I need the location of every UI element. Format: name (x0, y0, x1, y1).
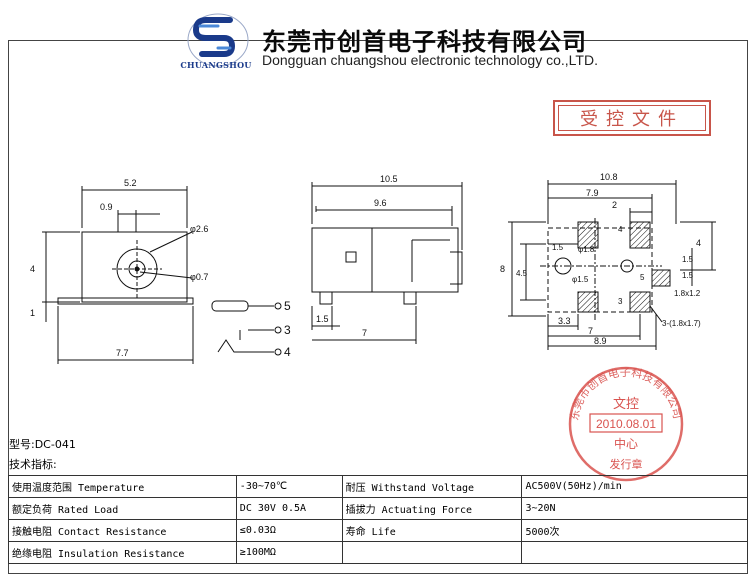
table-row: 绝缘电阻 Insulation Resistance ≥100MΩ (8, 541, 748, 564)
dim-right-bottom-total: 8.9 (594, 336, 607, 346)
controlled-document-label: 受控文件 (558, 105, 706, 131)
spec-cell: 绝缘电阻 Insulation Resistance (8, 541, 237, 564)
dim-left-total: 7.7 (116, 348, 129, 358)
dim-right-small-pad: 1.8x1.2 (674, 289, 701, 298)
seal-ring-text: 东莞市创首电子科技有限公司 (568, 365, 683, 421)
spec-cell: DC 30V 0.5A (235, 497, 343, 520)
spec-cell: AC500V(50Hz)/min (521, 475, 748, 498)
dim-right-pin-5: 5 (640, 273, 645, 282)
dim-right-pad: 2 (612, 200, 617, 210)
middle-view (311, 182, 463, 344)
seal-bottom-text: 发行章 (610, 457, 643, 471)
dim-hole-outer: φ2.6 (190, 224, 208, 234)
dim-mid-pin-spacing: 7 (362, 328, 367, 338)
dim-right-pin-note: 3-(1.8x1.7) (662, 319, 701, 328)
spec-cell: 3~20N (521, 497, 748, 520)
pin-label-5: 5 (284, 299, 291, 313)
dim-right-hole-small: φ1.5 (572, 275, 589, 284)
dim-left-width: 5.2 (124, 178, 137, 188)
left-view (42, 186, 194, 364)
logo-text: CHUANGSHOU (180, 60, 252, 70)
dim-right-height: 8 (500, 264, 505, 274)
model-label: 型号:DC-041 (9, 438, 76, 451)
spec-title: 技术指标: (9, 458, 57, 471)
dim-mid-pin-offset: 1.5 (316, 314, 329, 324)
dim-mid-body: 9.6 (374, 198, 387, 208)
pin-diagram (211, 300, 282, 356)
dim-right-bottom: 7 (588, 326, 593, 336)
table-row: 接触电阻 Contact Resistance ≤0.03Ω 寿命 Life 5… (8, 519, 748, 542)
right-view (508, 180, 716, 350)
dim-hole-pin: φ0.7 (190, 272, 208, 282)
dim-left-offset: 0.9 (100, 202, 113, 212)
spec-cell: 插拔力 Actuating Force (341, 497, 523, 520)
dim-right-left-offset: 3.3 (558, 316, 571, 326)
pin-label-4: 4 (284, 345, 291, 359)
spec-cell: 耐压 Withstand Voltage (341, 475, 523, 498)
spec-cell (341, 541, 523, 564)
dim-left-base: 1 (30, 308, 35, 318)
dim-right-total: 10.8 (600, 172, 618, 182)
svg-text:东莞市创首电子科技有限公司: 东莞市创首电子科技有限公司 (568, 365, 683, 421)
spec-cell: 5000次 (521, 519, 748, 542)
pin-label-3: 3 (284, 323, 291, 337)
dim-right-pad-gap: 1.5 (552, 243, 564, 252)
table-row: 使用温度范围 Temperature -30~70℃ 耐压 Withstand … (8, 475, 748, 498)
spec-cell: 使用温度范围 Temperature (8, 475, 237, 498)
dim-right-pin-3: 3 (618, 297, 623, 306)
spec-cell: -30~70℃ (235, 475, 343, 498)
dim-right-mid: 4.5 (516, 269, 528, 278)
seal-date: 2010.08.01 (596, 417, 656, 431)
spec-cell: 额定负荷 Rated Load (8, 497, 237, 520)
spec-cell: 接触电阻 Contact Resistance (8, 519, 237, 542)
seal-line-3: 中心 (614, 436, 638, 451)
dim-right-side-1: 4 (696, 238, 701, 248)
spec-table: 使用温度范围 Temperature -30~70℃ 耐压 Withstand … (8, 475, 748, 564)
dim-right-hole-big: φ1.8 (578, 245, 595, 254)
dim-right-side-3: 1.5 (682, 271, 694, 280)
spec-cell: ≥100MΩ (235, 541, 343, 564)
company-logo-icon (187, 13, 249, 67)
controlled-document-badge: 受控文件 (553, 100, 711, 136)
document-frame (8, 40, 748, 574)
company-name-cn: 东莞市创首电子科技有限公司 (262, 28, 587, 56)
seal-line-1: 文控 (613, 396, 639, 411)
table-row: 额定负荷 Rated Load DC 30V 0.5A 插拔力 Actuatin… (8, 497, 748, 520)
header: CHUANGSHOU 东莞市创首电子科技有限公司 Dongguan chuang… (0, 0, 750, 78)
dim-right-pin-4: 4 (618, 225, 623, 234)
spec-cell: ≤0.03Ω (235, 519, 343, 542)
technical-drawing: 5.2 0.9 4 1 7.7 φ2.6 φ0.7 5 3 4 10.5 9.6… (30, 172, 716, 364)
spec-cell: 寿命 Life (341, 519, 523, 542)
dim-right-side-2: 1.5 (682, 255, 694, 264)
spec-cell (521, 541, 748, 564)
dim-mid-total: 10.5 (380, 174, 398, 184)
company-seal: 东莞市创首电子科技有限公司 文控 2010.08.01 中心 发行章 (568, 365, 684, 482)
company-name-en: Dongguan chuangshou electronic technolog… (262, 52, 598, 68)
dim-right-width: 7.9 (586, 188, 599, 198)
dim-left-height: 4 (30, 264, 35, 274)
